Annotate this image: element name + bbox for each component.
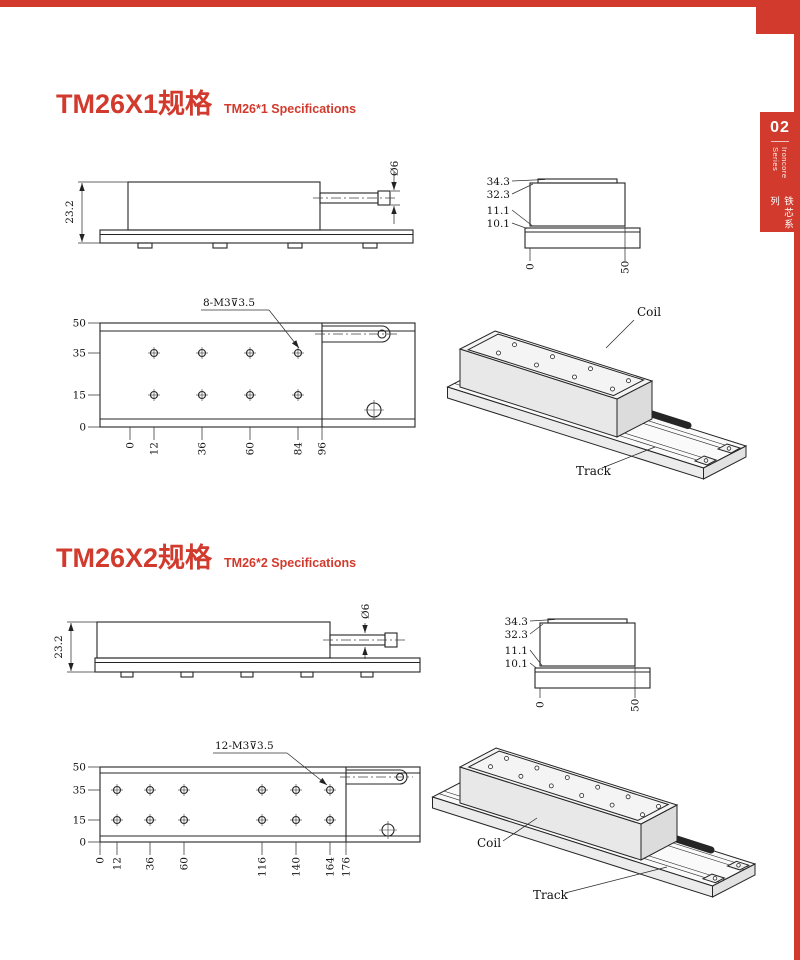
tm26x2-top-view: 50 35 15 0 0 12 36 60 116 140 164 176 12… (73, 740, 421, 877)
top-view-geometry (99, 322, 416, 428)
track-label: Track (576, 464, 612, 478)
section2-title-zh: TM26X2规格 (56, 543, 213, 573)
side-view-dimensions (67, 621, 368, 673)
cross-section-leaders (529, 619, 636, 698)
hole-callout: 8-M3⊽3.5 (203, 297, 255, 309)
series-name-zh: 铁芯系列 (768, 195, 793, 231)
dim-fifty: 50 (620, 261, 632, 274)
tm26x2-isometric-view: Coil Track (431, 747, 757, 902)
dim-111: 11.1 (505, 645, 528, 657)
cross-section-geometry (534, 618, 651, 689)
tm26x2-cross-section: 34.3 32.3 11.1 10.1 0 50 (505, 616, 651, 712)
coil-3d (458, 747, 679, 861)
corner-screw-cross (379, 821, 397, 839)
side-view-geometry (94, 621, 421, 678)
top-view-geometry (99, 766, 421, 843)
y-dim-35: 35 (73, 785, 86, 797)
cross-section-geometry (524, 178, 641, 249)
section1-title: TM26X1规格 TM26*1 Specifications (56, 82, 356, 121)
series-name: Ironcore Series 铁芯系列 (766, 147, 794, 232)
top-view-dimensions (88, 309, 323, 440)
x-dim-12: 12 (112, 857, 124, 870)
coil-label: Coil (637, 305, 661, 319)
x-dim-84: 84 (293, 442, 305, 456)
x-dim-116: 116 (257, 857, 269, 877)
tab-divider (771, 141, 789, 142)
tm26x2-side-view: 23.2 Ø6 (53, 603, 421, 678)
tm26x1-cross-section: 34.3 32.3 11.1 10.1 0 50 (487, 176, 641, 274)
x-dim-36: 36 (145, 857, 157, 871)
coil-label: Coil (477, 836, 501, 850)
track-label: Track (533, 888, 569, 902)
x-dim-12: 12 (149, 442, 161, 455)
dim-101: 10.1 (487, 218, 510, 230)
x-dim-0: 0 (95, 857, 107, 864)
hole-callout: 12-M3⊽3.5 (215, 740, 274, 752)
mounting-holes (111, 784, 336, 826)
dim-zero: 0 (535, 701, 547, 708)
coil-3d (458, 330, 654, 438)
dim-323: 32.3 (487, 189, 510, 201)
cross-section-leaders (511, 179, 626, 261)
dim-101: 10.1 (505, 658, 528, 670)
dim-fifty: 50 (630, 699, 642, 712)
y-dim-15: 15 (73, 815, 86, 827)
chapter-tab: 02 Ironcore Series 铁芯系列 (760, 112, 800, 232)
x-dim-96: 96 (317, 442, 329, 456)
iso-leaders (502, 817, 668, 894)
dim-body-height: 23.2 (64, 200, 76, 223)
y-dim-0: 0 (79, 837, 86, 849)
section1-title-en: TM26*1 Specifications (224, 102, 357, 116)
dim-zero: 0 (525, 263, 537, 270)
dim-111: 11.1 (487, 205, 510, 217)
x-dim-140: 140 (291, 857, 303, 877)
page-corner-block (756, 0, 800, 34)
dim-323: 32.3 (505, 629, 528, 641)
y-dim-50: 50 (73, 762, 86, 774)
x-dim-0: 0 (125, 442, 137, 449)
page-border-right (794, 0, 800, 960)
y-dim-15: 15 (73, 390, 86, 402)
dim-body-height: 23.2 (53, 635, 65, 658)
iso-leaders (601, 319, 656, 469)
section2-title-en: TM26*2 Specifications (224, 556, 357, 570)
y-dim-50: 50 (73, 318, 86, 330)
chapter-number: 02 (770, 119, 790, 136)
y-dim-0: 0 (79, 422, 86, 434)
dim-343: 34.3 (487, 176, 510, 188)
mounting-holes (148, 347, 304, 401)
side-view-dimensions (78, 172, 400, 244)
page-border-top (0, 0, 800, 7)
section2-title: TM26X2规格 TM26*2 Specifications (56, 536, 356, 575)
tm26x1-side-view: 23.2 Ø6 (64, 160, 414, 249)
x-dim-36: 36 (197, 442, 209, 456)
x-dim-176: 176 (341, 857, 353, 877)
dim-343: 34.3 (505, 616, 528, 628)
y-dim-35: 35 (73, 348, 86, 360)
tm26x1-top-view: 50 35 15 0 0 12 36 60 84 96 8-M3⊽3.5 (73, 297, 416, 456)
section1-title-zh: TM26X1规格 (56, 89, 213, 119)
x-dim-164: 164 (325, 857, 337, 877)
x-dim-60: 60 (179, 857, 191, 870)
dim-shaft-diameter: Ø6 (389, 160, 401, 176)
dim-shaft-diameter: Ø6 (360, 603, 372, 619)
side-view-geometry (99, 181, 414, 249)
top-view-dimensions (88, 752, 347, 855)
corner-screw-cross (364, 400, 384, 420)
tm26x1-isometric-view: Coil Track (446, 305, 748, 480)
series-name-en: Ironcore Series (771, 146, 789, 179)
x-dim-60: 60 (245, 442, 257, 455)
